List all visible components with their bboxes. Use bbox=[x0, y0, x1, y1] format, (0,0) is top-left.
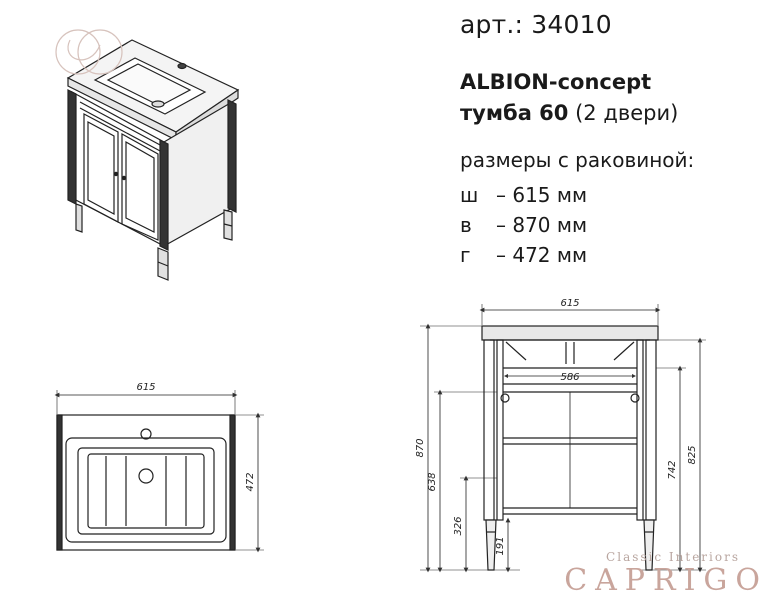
height-total-label: 870 bbox=[415, 438, 426, 457]
height-shelf-label: 326 bbox=[453, 516, 464, 535]
size-value: – 870 мм bbox=[496, 213, 588, 237]
caprigo-monogram-icon bbox=[55, 29, 123, 75]
size-key: ш bbox=[460, 183, 479, 207]
perspective-view bbox=[66, 39, 240, 281]
logo-brand: CAPRIGO bbox=[564, 563, 768, 598]
size-value: – 472 мм bbox=[496, 243, 588, 267]
size-row-depth: г – 472 мм bbox=[460, 243, 587, 267]
front-view bbox=[420, 304, 706, 573]
sizes-heading: размеры с раковиной: bbox=[460, 148, 695, 172]
size-key: в bbox=[460, 213, 472, 237]
height-leg-label: 191 bbox=[495, 536, 506, 555]
inner-width-label: 586 bbox=[560, 372, 579, 383]
product-title: ALBION-concept bbox=[460, 70, 652, 94]
size-value: – 615 мм bbox=[496, 183, 588, 207]
top-width-label: 615 bbox=[136, 382, 155, 393]
product-subtitle: тумба 60 (2 двери) bbox=[460, 101, 678, 125]
height-mid-label: 638 bbox=[427, 472, 438, 491]
top-depth-label: 472 bbox=[245, 472, 256, 491]
logo-tagline: Classic Interiors bbox=[606, 550, 740, 564]
top-view bbox=[54, 390, 264, 553]
height-right-mid-label: 742 bbox=[667, 460, 678, 479]
subtitle-bold: тумба 60 bbox=[460, 101, 569, 125]
size-row-height: в – 870 мм bbox=[460, 213, 587, 237]
article-number: арт.: 34010 bbox=[460, 10, 612, 39]
size-key: г bbox=[460, 243, 471, 267]
size-row-width: ш – 615 мм bbox=[460, 183, 587, 207]
subtitle-rest: (2 двери) bbox=[575, 101, 679, 125]
height-right-total-label: 825 bbox=[687, 445, 698, 464]
front-width-label: 615 bbox=[560, 298, 579, 309]
